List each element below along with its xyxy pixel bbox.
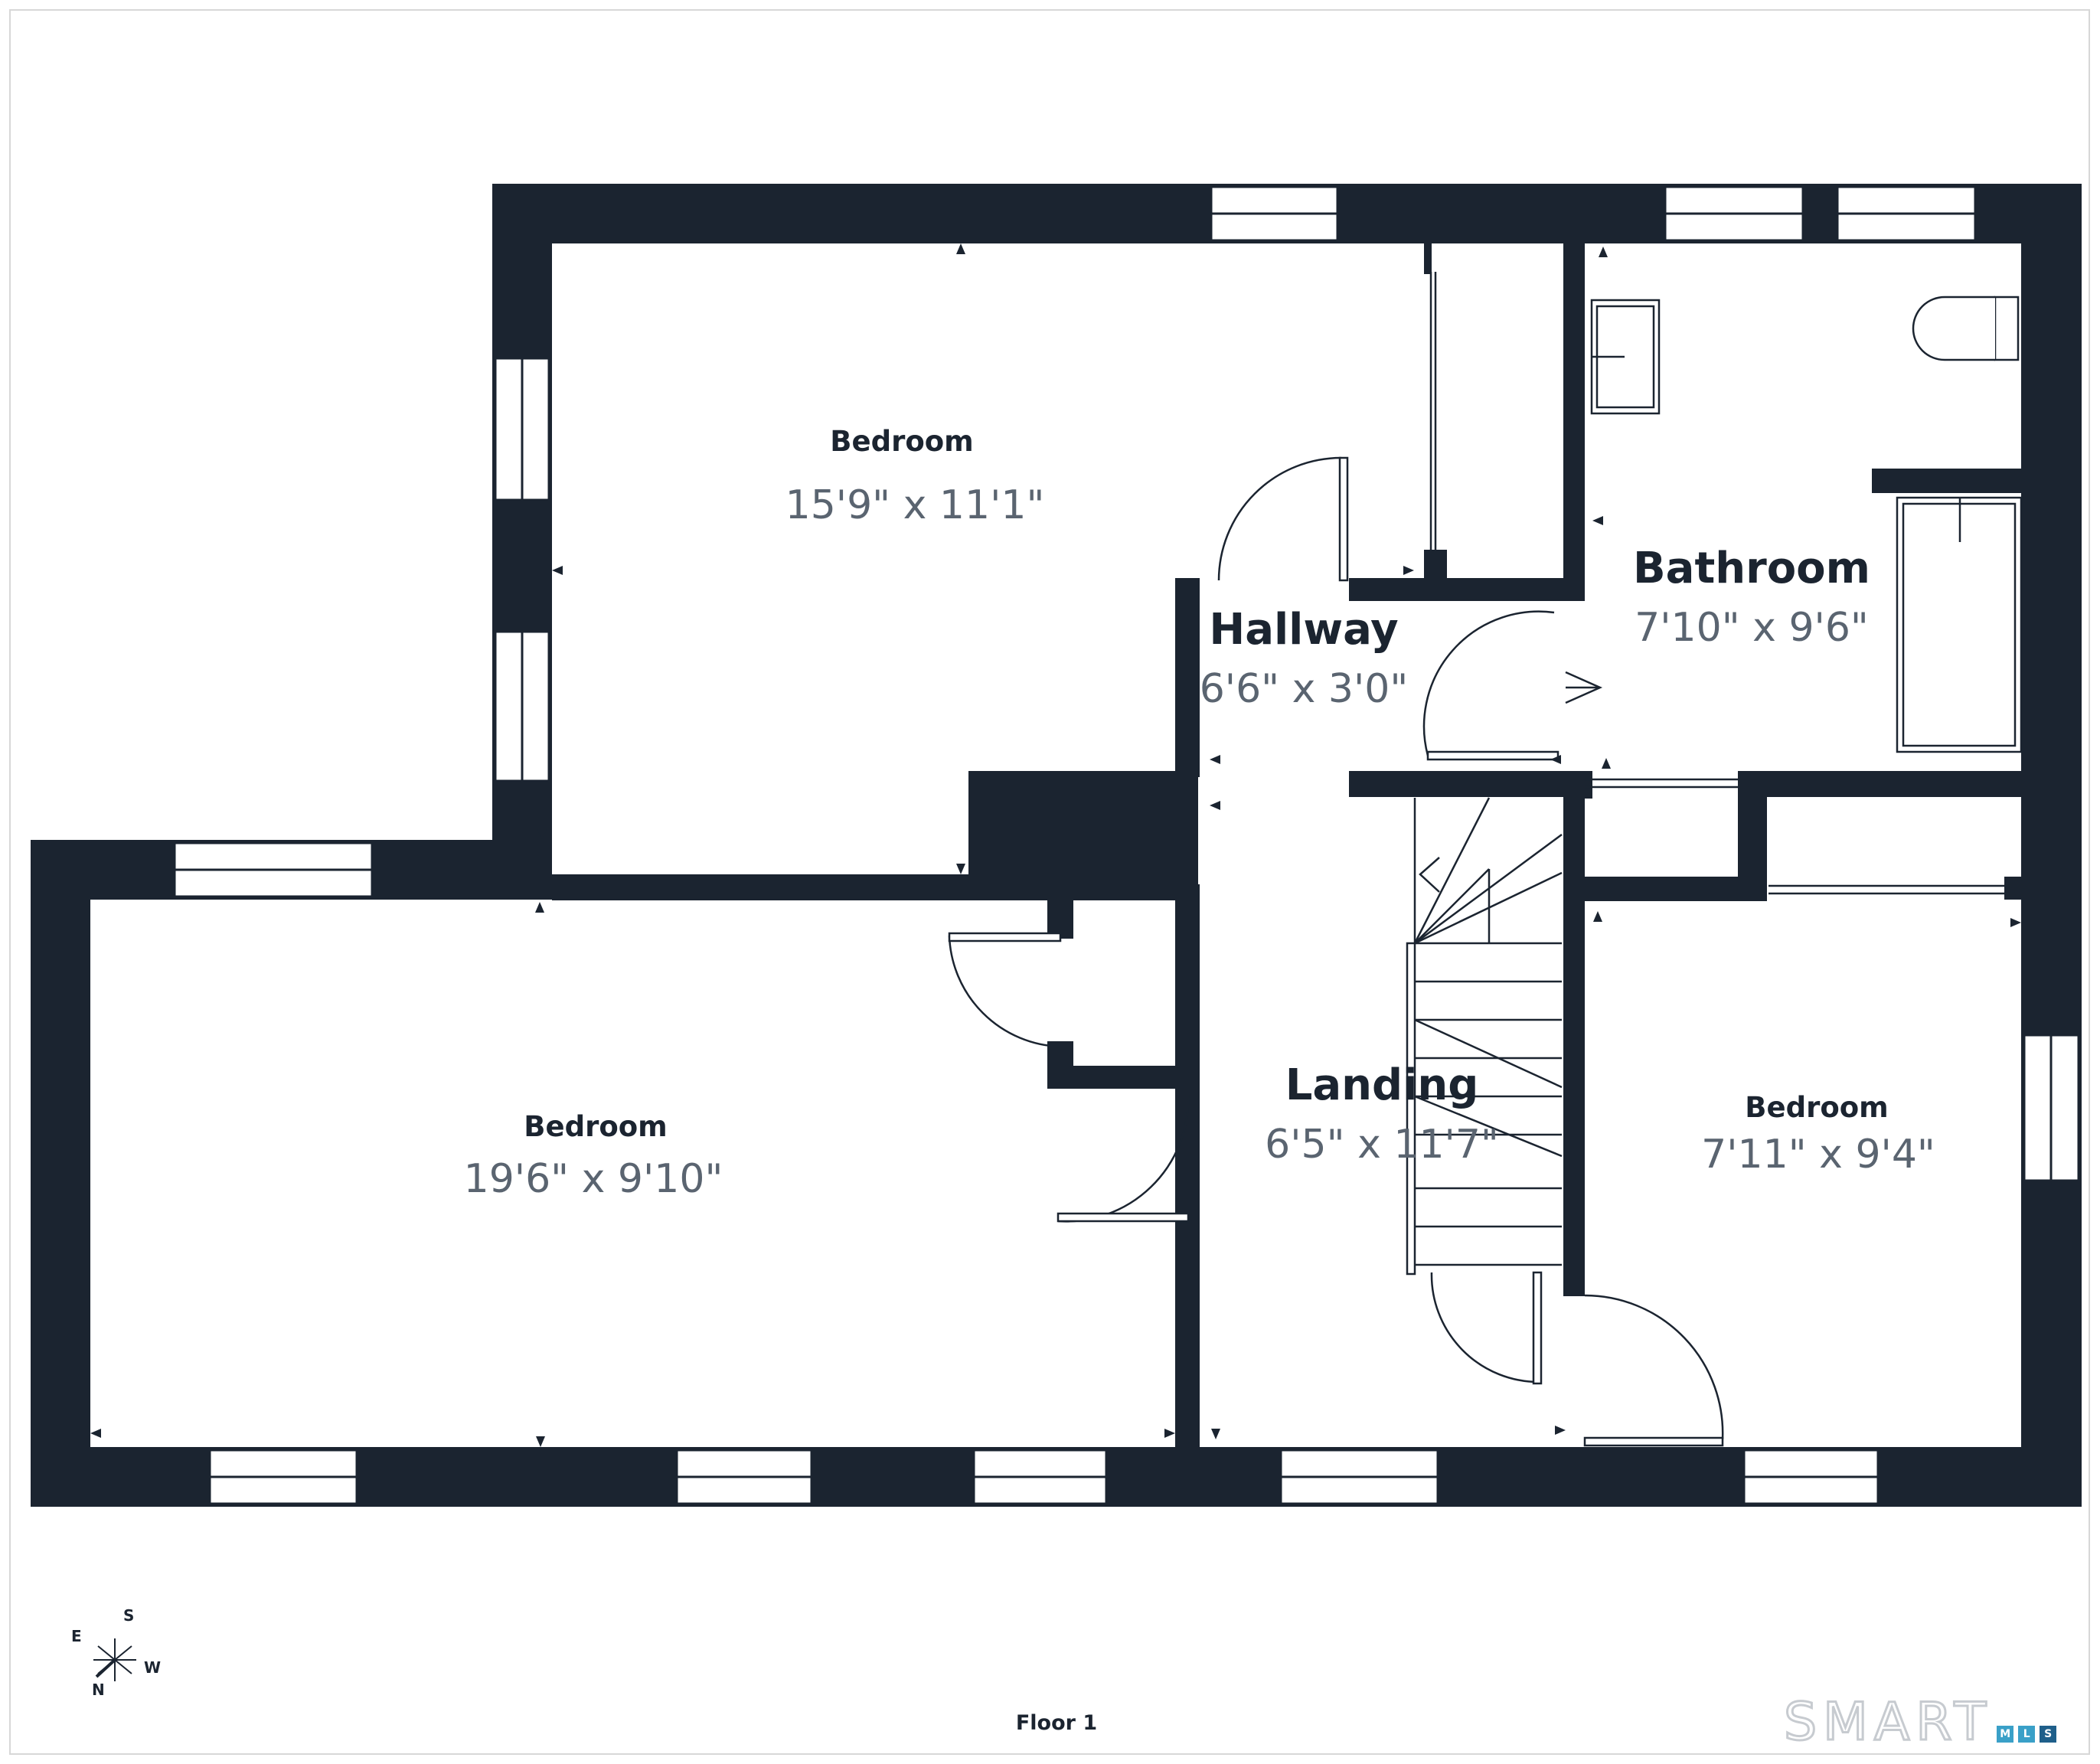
room-dims-landing: 6'5" x 11'7" [1265,1122,1499,1168]
compass-east-label: E [71,1627,82,1645]
room-name-bedroom-top: Bedroom [830,425,974,458]
room-name-hallway: Hallway [1209,605,1399,655]
brand-box-l: L [2018,1726,2036,1743]
room-dims-bathroom: 7'10" x 9'6" [1635,605,1869,651]
windows [173,185,2080,1505]
compass-rose [93,1638,136,1681]
doors [948,272,2004,1447]
brand-logo: SMART M L S [1782,1692,2057,1753]
compass-west-label: W [144,1658,162,1677]
floor-label: Floor 1 [1015,1711,1098,1735]
room-dims-bedroom-bottom: 19'6" x 9'10" [463,1156,723,1202]
room-name-bedroom-bottom: Bedroom [524,1110,668,1143]
staircase [1406,797,1563,1276]
room-name-bathroom: Bathroom [1632,544,1871,593]
page-frame [9,9,2090,1755]
brand-box-s: S [2040,1726,2057,1743]
dimension-markers [90,243,2021,1447]
room-name-bedroom-right: Bedroom [1745,1091,1889,1124]
room-dims-hallway: 6'6" x 3'0" [1199,666,1409,712]
compass-north-label: N [92,1681,105,1699]
compass-south-label: S [123,1606,135,1625]
brand-wordmark: SMART [1782,1692,1993,1753]
room-dims-bedroom-top: 15'9" x 11'1" [785,482,1045,528]
brand-box-m: M [1997,1726,2014,1743]
room-name-landing: Landing [1285,1060,1479,1110]
fixtures [1565,296,2023,753]
room-dims-bedroom-right: 7'11" x 9'4" [1701,1132,1935,1178]
